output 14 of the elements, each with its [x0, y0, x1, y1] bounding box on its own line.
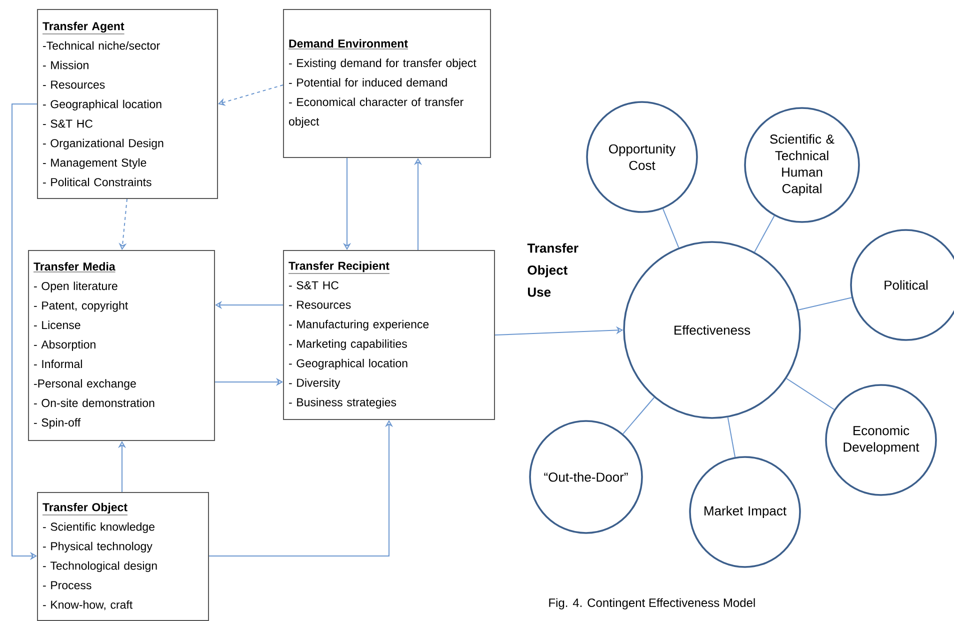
list-box: Transfer Agent -Technical niche/sector - Mission - Resources - Geographical location - S&T HC - Organizational Design - Management Style - Political Constraints: [37, 9, 218, 199]
list-box: Transfer Recipient - S&T HC - Resources - Manufacturing experience - Marketing capabilities - Geographical location - Diversity - Business strategies: [283, 250, 495, 420]
list-box: Transfer Object - Scientific knowledge - Physical technology - Technological design - Process - Know-how, craft: [37, 492, 209, 621]
connector-line: [662, 208, 680, 248]
connector-line: [798, 297, 852, 310]
list-box: Demand Environment - Existing demand for transfer object - Potential for induced demand - Economical character of transfer object: [283, 9, 491, 158]
connector-line: [727, 416, 736, 458]
arrow: [218, 84, 284, 106]
connector-line: [754, 215, 775, 252]
connector-line: [622, 397, 655, 434]
caption: Fig. 4. Contingent Effectiveness Model: [549, 598, 755, 610]
edge-label: Transfer Object Use: [527, 243, 578, 297]
connector-line: [786, 378, 835, 410]
list-box: Transfer Media - Open literature - Patent, copyright - License - Absorption - Informal -Personal exchange - On-site demonstration - Spin-off: [28, 250, 215, 441]
